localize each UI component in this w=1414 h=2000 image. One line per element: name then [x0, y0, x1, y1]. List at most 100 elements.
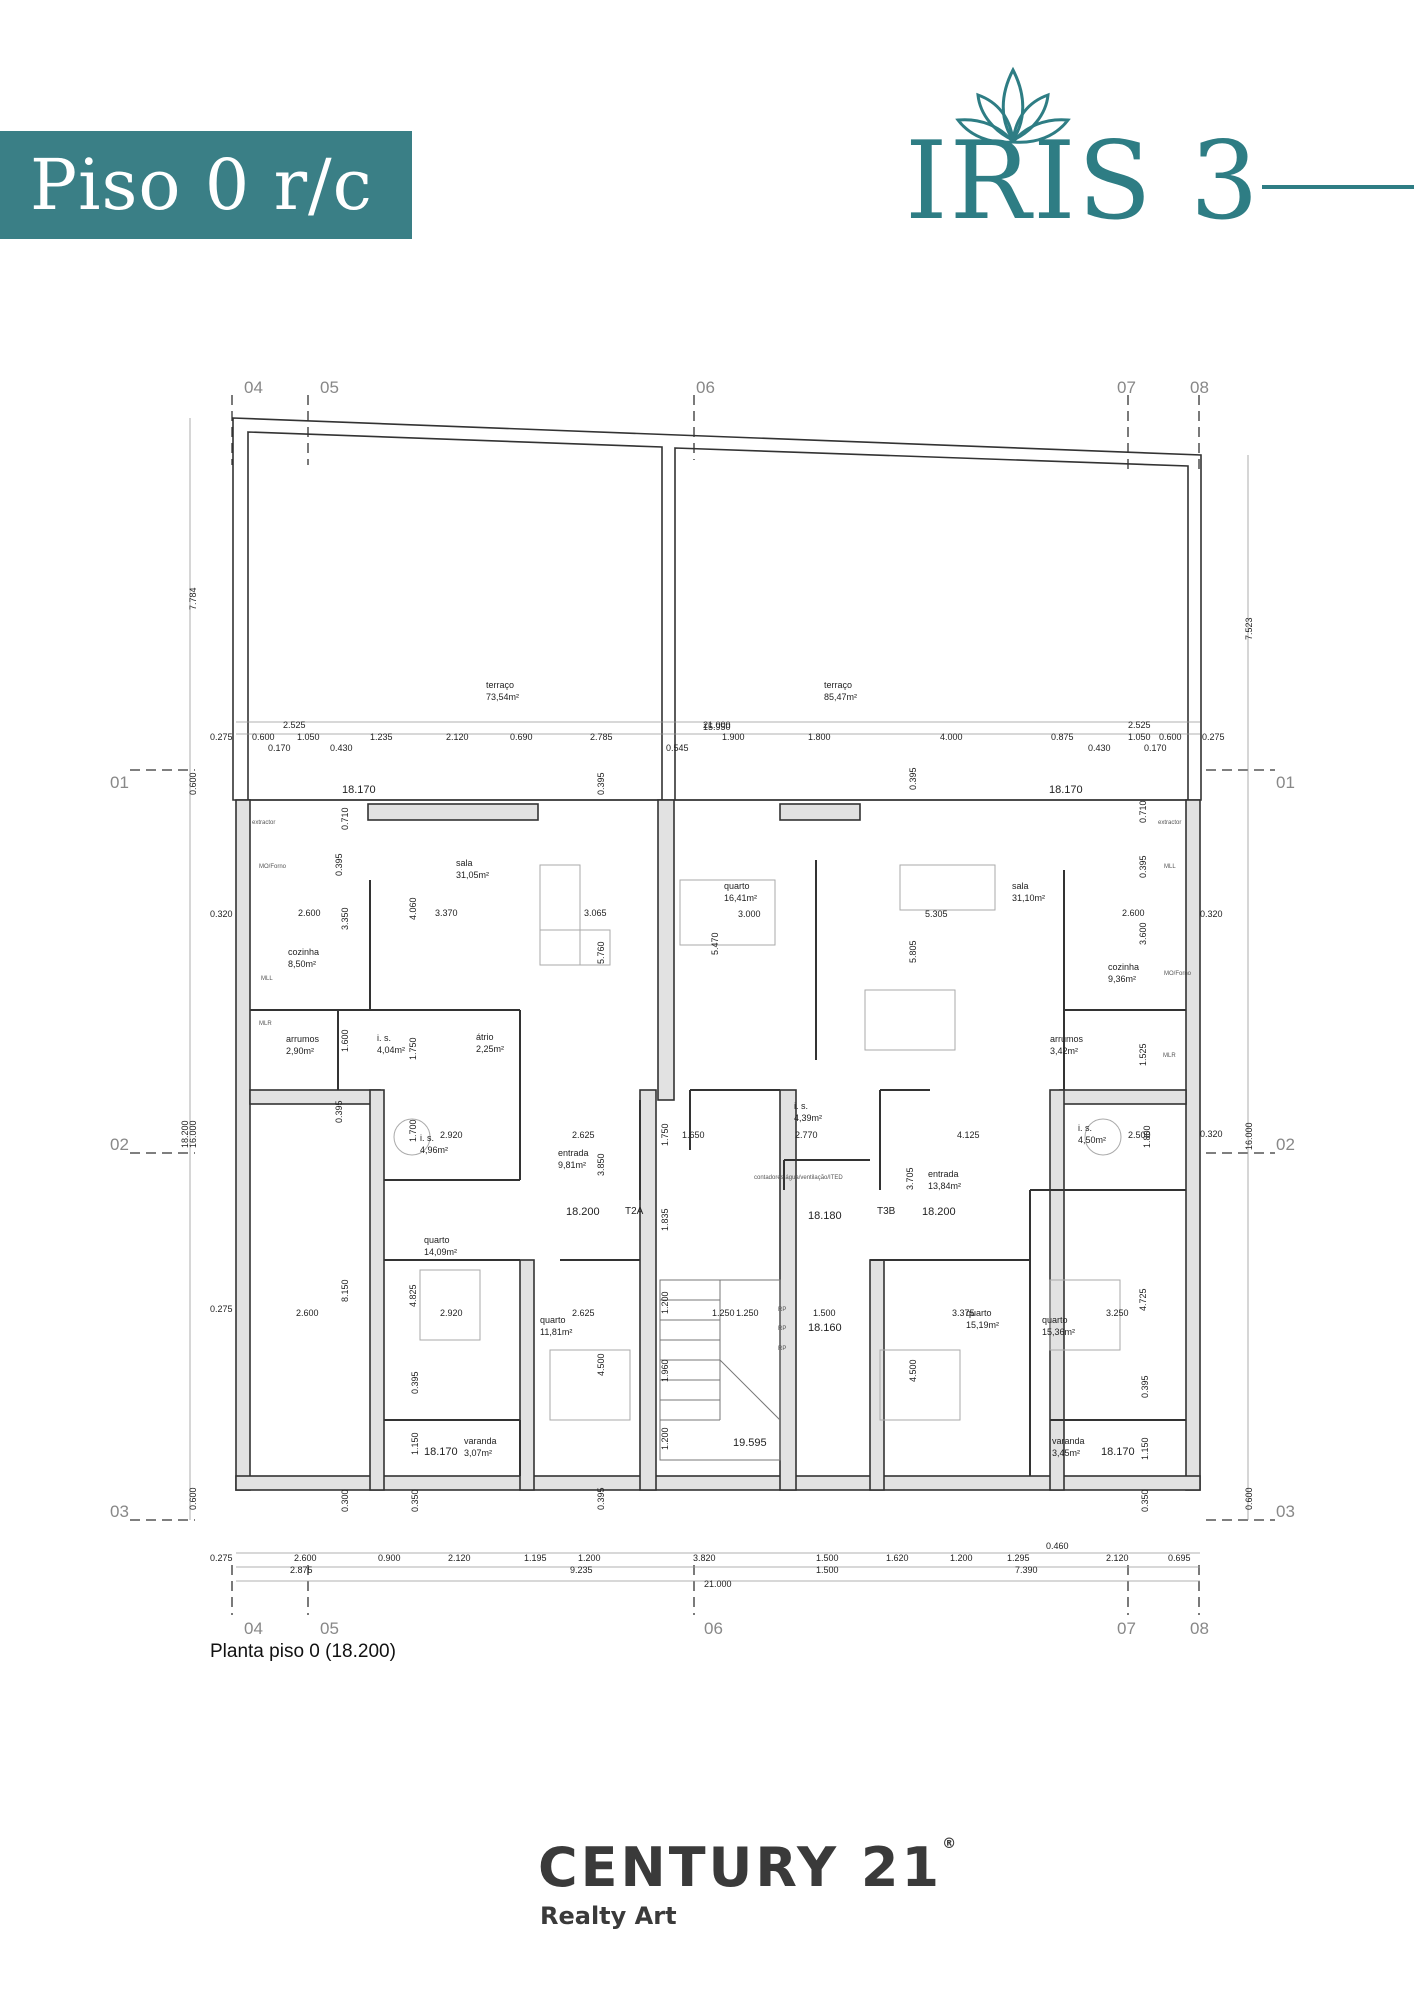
dimension-value: 2.785: [590, 732, 613, 742]
dimension-value: 21.000: [704, 1579, 732, 1589]
dimension-value: 1.050: [1128, 732, 1151, 742]
dimension-value: 1.620: [886, 1553, 909, 1563]
brand-divider: [1262, 185, 1414, 189]
dimension-value: 0.690: [510, 732, 533, 742]
room-name: varanda: [464, 1436, 497, 1446]
footer-subtitle: Realty Art: [540, 1902, 677, 1930]
dimension-value: 1.525: [1138, 1043, 1148, 1066]
dimension-value: 1.195: [524, 1553, 547, 1563]
dimension-value: 0.430: [330, 743, 353, 753]
dimension-value: 0.275: [1202, 732, 1225, 742]
grid-label-bottom: 07: [1117, 1619, 1136, 1638]
room-name: varanda: [1052, 1436, 1085, 1446]
fixture-label: contadores água/ventilação/ITED: [754, 1175, 843, 1181]
dimension-value: 3.000: [738, 909, 761, 919]
furniture: [393, 864, 1122, 1421]
dimension-value: 2.625: [572, 1308, 595, 1318]
dimension-value: 1.500: [816, 1565, 839, 1575]
dimension-value: 4.060: [408, 897, 418, 920]
grid-label-top: 07: [1117, 378, 1136, 397]
dimension-value: 1.800: [1142, 1125, 1152, 1148]
dimension-value: 5.305: [925, 909, 948, 919]
dimension-value: 3.705: [905, 1167, 915, 1190]
grid-label-bottom: 05: [320, 1619, 339, 1638]
dimension-value: 0.395: [1138, 855, 1148, 878]
level-mark: 18.160: [808, 1322, 842, 1334]
grid-lines: [130, 395, 1275, 1615]
dimension-value: 0.710: [1138, 800, 1148, 823]
room-area: 16,41m²: [724, 893, 757, 903]
grid-label-left: 01: [110, 773, 129, 792]
room-name: quarto: [724, 881, 750, 891]
dimension-value: 0.545: [666, 743, 689, 753]
dimension-value: 15.950: [703, 722, 731, 732]
room-area: 4,04m²: [377, 1045, 405, 1055]
dimension-value: 1.200: [578, 1553, 601, 1563]
fixture-label: MO/Forno: [259, 864, 287, 870]
dimension-value: 0.275: [210, 732, 233, 742]
room-name: sala: [1012, 881, 1029, 891]
room-name: sala: [456, 858, 473, 868]
room-area: 8,50m²: [288, 959, 316, 969]
level-mark: 18.170: [1101, 1446, 1135, 1458]
grid-label-left: 02: [110, 1135, 129, 1154]
dimension-value: 9.235: [570, 1565, 593, 1575]
dimension-value: 0.320: [1200, 1129, 1223, 1139]
dimension-value: 16.000: [188, 1120, 198, 1148]
dimension-value: 5.470: [710, 932, 720, 955]
dimension-value: 1.200: [660, 1291, 670, 1314]
room-area: 85,47m²: [824, 692, 857, 702]
room-name: terraço: [486, 680, 514, 690]
dimension-value: 3.250: [1106, 1308, 1129, 1318]
dimension-value: 5.760: [596, 941, 606, 964]
grid-label-top: 04: [244, 378, 263, 397]
dimension-value: 2.875: [290, 1565, 313, 1575]
level-mark: 18.180: [808, 1210, 842, 1222]
fixture-label: RP: [778, 1307, 786, 1313]
room-name: quarto: [966, 1308, 992, 1318]
grid-label-bottom: 06: [704, 1619, 723, 1638]
room-name: quarto: [424, 1235, 450, 1245]
dimension-value: 1.250: [736, 1308, 759, 1318]
room-area: 11,81m²: [540, 1327, 572, 1337]
room-area: 2,25m²: [476, 1044, 504, 1054]
dimension-value: 0.170: [268, 743, 291, 753]
room-name: i. s.: [377, 1033, 391, 1043]
dimension-value: 2.600: [298, 908, 321, 918]
dimension-value: 0.900: [378, 1553, 401, 1563]
fixture-label: MLL: [261, 976, 273, 982]
dimension-value: 3.370: [435, 908, 458, 918]
dimension-value: 1.750: [408, 1037, 418, 1060]
fixture-label: extractor: [1158, 820, 1181, 826]
dimension-value: 8.150: [340, 1279, 350, 1302]
room-area: 14,09m²: [424, 1247, 457, 1257]
dimension-value: 0.600: [252, 732, 275, 742]
room-area: 2,90m²: [286, 1046, 314, 1056]
dimension-value: 1.150: [410, 1432, 420, 1455]
dimension-value: 2.120: [446, 732, 469, 742]
dimension-value: 7.390: [1015, 1565, 1038, 1575]
room-name: quarto: [1042, 1315, 1068, 1325]
fixture-label: MO/Forno: [1164, 971, 1192, 977]
footer-brand: CENTURY 21: [538, 1836, 943, 1899]
level-mark: 18.200: [566, 1206, 600, 1218]
room-name: quarto: [540, 1315, 566, 1325]
room-name: átrio: [476, 1032, 494, 1042]
dimension-value: 1.800: [808, 732, 831, 742]
dimension-value: 0.600: [1244, 1487, 1254, 1510]
grid-label-top: 08: [1190, 378, 1209, 397]
dimension-value: 2.920: [440, 1130, 463, 1140]
brand-name: IRIS 3: [905, 119, 1261, 244]
dimension-value: 0.320: [210, 909, 233, 919]
dimension-value: 1.200: [660, 1427, 670, 1450]
dimension-value: 1.650: [682, 1130, 705, 1140]
iris-logo-icon: [955, 66, 1071, 144]
room-area: 4,96m²: [420, 1145, 448, 1155]
dimension-value: 4.825: [408, 1284, 418, 1307]
level-mark: 18.170: [342, 784, 376, 796]
dimension-value: 3.375: [952, 1308, 975, 1318]
dimension-value: 1.700: [408, 1119, 418, 1142]
dimension-value: 4.725: [1138, 1288, 1148, 1311]
dimension-value: 0.350: [1140, 1489, 1150, 1512]
